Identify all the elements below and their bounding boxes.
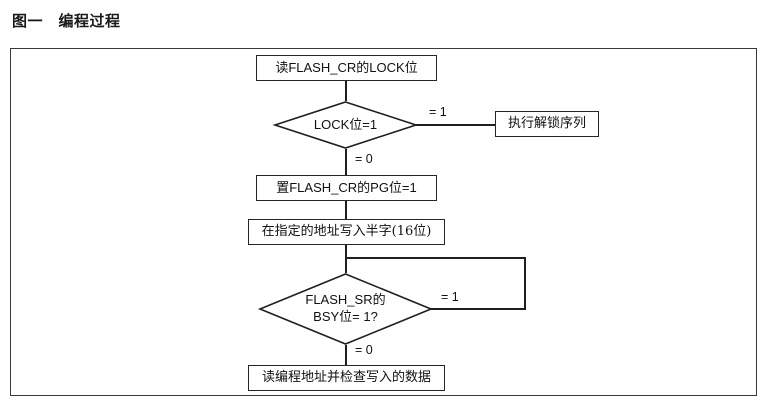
process-set-pg-bit[interactable]: 置FLASH_CR的PG位=1	[256, 175, 437, 201]
flowchart-frame: 读FLASH_CR的LOCK位 LOCK位=1 = 1 执行解锁序列 = 0	[10, 48, 757, 396]
edge-label-bsy-yes: = 1	[441, 290, 459, 304]
connector-bsy-yes-back	[345, 257, 526, 259]
connector-lock-yes	[416, 124, 495, 126]
process-read-and-verify[interactable]: 读编程地址并检查写入的数据	[248, 365, 445, 391]
decision-lock-bit-equals-1[interactable]: LOCK位=1	[272, 101, 419, 149]
connector-read-lock-to-decision	[345, 81, 347, 101]
flowchart-canvas: 读FLASH_CR的LOCK位 LOCK位=1 = 1 执行解锁序列 = 0	[11, 49, 756, 395]
connector-bsy-yes-right	[430, 308, 526, 310]
connector-bsy-no	[345, 345, 347, 365]
connector-set-pg-to-write	[345, 201, 347, 219]
edge-label-bsy-no: = 0	[355, 343, 373, 357]
edge-label-lock-yes: = 1	[429, 105, 447, 119]
edge-label-lock-no: = 0	[355, 152, 373, 166]
connector-lock-no	[345, 149, 347, 175]
connector-write-to-decision	[345, 245, 347, 273]
process-execute-unlock-sequence[interactable]: 执行解锁序列	[495, 111, 599, 137]
decision-bsy-bit-equals-1[interactable]: FLASH_SR的 BSY位= 1?	[257, 273, 434, 345]
figure-caption: 图一 编程过程	[12, 12, 121, 30]
connector-bsy-yes-up	[524, 258, 526, 309]
process-write-halfword[interactable]: 在指定的地址写入半字(16位)	[248, 219, 445, 245]
process-read-lock-bit[interactable]: 读FLASH_CR的LOCK位	[256, 55, 437, 81]
